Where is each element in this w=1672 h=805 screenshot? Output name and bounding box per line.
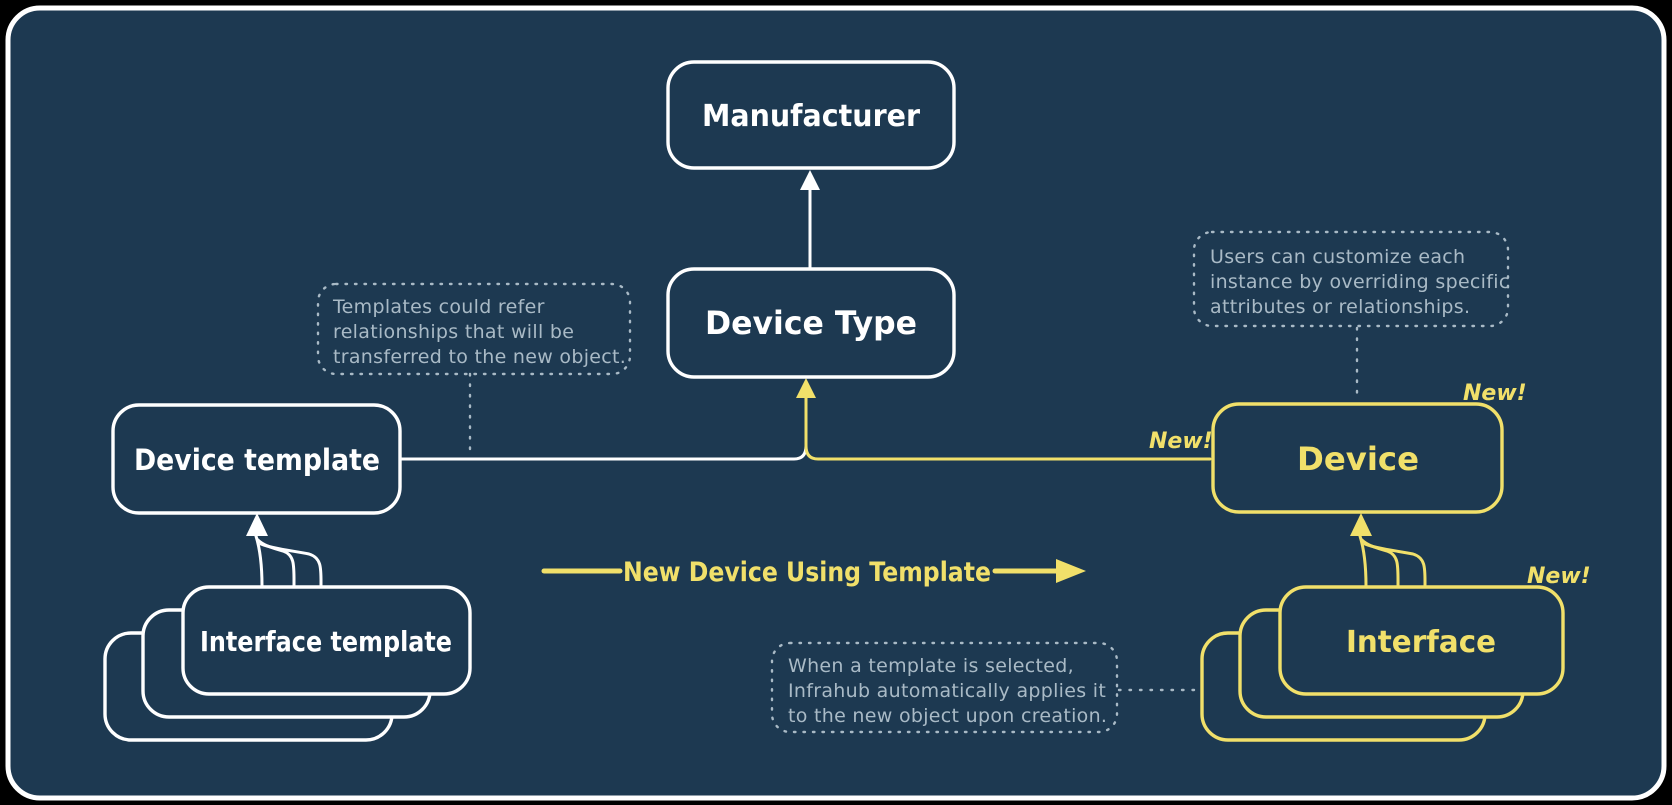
interface-to-device-arrow <box>1350 513 1427 588</box>
link-new-badge: New! <box>1149 429 1213 454</box>
device-type-to-manufacturer-arrow <box>800 170 820 270</box>
device-node <box>1211 402 1504 514</box>
template-to-device-type-arrow <box>796 378 1212 461</box>
interface-template-card-front <box>181 585 472 696</box>
customize-note-line3: attributes or relationships. <box>1210 296 1470 318</box>
interface-stack: Interface <box>1200 585 1565 742</box>
device-type-node <box>666 267 956 379</box>
device-template-label: Device template <box>134 443 380 477</box>
interface-template-label: Interface template <box>200 625 452 658</box>
flow-arrow-label: New Device Using Template <box>623 557 991 588</box>
apply-note-line1: When a template is selected, <box>788 655 1074 677</box>
interface-label: Interface <box>1346 625 1496 660</box>
customize-note-line1: Users can customize each <box>1210 246 1465 268</box>
templates-note-line1: Templates could refer <box>332 296 545 318</box>
new-device-flow-arrow <box>541 559 1086 583</box>
templates-note: Templates could refer relationships that… <box>316 282 632 376</box>
device-new-badge: New! <box>1463 381 1527 406</box>
apply-note: When a template is selected, Infrahub au… <box>770 641 1119 734</box>
interface-template-stack: Interface template <box>103 585 472 742</box>
interface-new-badge: New! <box>1527 564 1591 589</box>
interface-card-front <box>1278 585 1565 696</box>
device-type-label: Device Type <box>705 304 917 342</box>
customize-note: Users can customize each instance by ove… <box>1192 230 1510 328</box>
interface-to-device-template-arrow <box>246 513 323 588</box>
templates-note-line2: relationships that will be <box>333 321 574 343</box>
manufacturer-node <box>666 60 956 170</box>
templates-note-line3: transferred to the new object. <box>333 346 626 368</box>
apply-note-line2: Infrahub automatically applies it <box>788 680 1106 702</box>
device-label: Device <box>1297 440 1419 478</box>
apply-note-line3: to the new object upon creation. <box>788 705 1107 727</box>
customize-note-line2: instance by overriding specific <box>1210 271 1510 293</box>
device-template-node <box>111 403 402 515</box>
manufacturer-label: Manufacturer <box>702 99 920 134</box>
